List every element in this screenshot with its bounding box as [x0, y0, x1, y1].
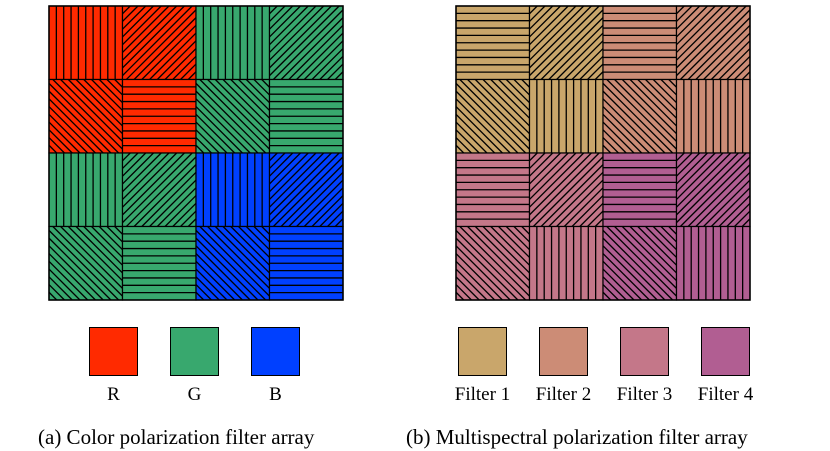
filter-cell-f4-horizontal [602, 152, 678, 228]
filter-cell-f2-diagonal-135 [602, 78, 678, 154]
filter-cell-g-vertical [195, 5, 271, 81]
legend-label-b: B [269, 384, 282, 405]
filter-cell-g-diagonal-45 [121, 152, 197, 228]
legend-swatch-filter-4 [701, 327, 750, 376]
filter-cell-f3-horizontal [455, 152, 531, 228]
filter-cell-f4-vertical [675, 225, 751, 301]
panel-a-grid-border [48, 5, 344, 301]
legend-label-filter-4: Filter 4 [697, 384, 754, 405]
filter-cell-f1-horizontal [455, 5, 531, 81]
filter-cell-r-horizontal [121, 78, 197, 154]
filter-cell-b-vertical [195, 152, 271, 228]
panel-b-caption: (b) Multispectral polarization filter ar… [406, 425, 748, 449]
filter-cell-f4-diagonal-45 [675, 152, 751, 228]
panel-b-grid-border [455, 5, 751, 301]
legend-label-r: R [107, 384, 120, 405]
panel-a-filter-array [48, 5, 344, 301]
filter-cell-f1-vertical [528, 78, 604, 154]
legend-label-filter-2: Filter 2 [535, 384, 592, 405]
legend-swatch-filter-1 [458, 327, 507, 376]
legend-label-g: G [187, 384, 202, 405]
filter-cell-f2-diagonal-45 [675, 5, 751, 81]
filter-cell-f3-diagonal-135 [455, 225, 531, 301]
filter-cell-f1-diagonal-45 [528, 5, 604, 81]
panel-a-caption: (a) Color polarization filter array [38, 425, 315, 449]
legend-label-filter-1: Filter 1 [454, 384, 511, 405]
legend-label-filter-3: Filter 3 [616, 384, 673, 405]
filter-cell-r-diagonal-45 [121, 5, 197, 81]
filter-cell-g-horizontal [121, 225, 197, 301]
filter-cell-g-horizontal [268, 78, 344, 154]
legend-swatch-r [89, 327, 138, 376]
filter-cell-g-diagonal-45 [268, 5, 344, 81]
filter-cell-f3-vertical [528, 225, 604, 301]
panel-b-filter-array [455, 5, 751, 301]
filter-cell-b-horizontal [268, 225, 344, 301]
filter-cell-b-diagonal-135 [195, 225, 271, 301]
legend-swatch-b [251, 327, 300, 376]
filter-cell-g-vertical [48, 152, 124, 228]
filter-cell-f4-diagonal-135 [602, 225, 678, 301]
filter-cell-r-vertical [48, 5, 124, 81]
filter-cell-g-diagonal-135 [195, 78, 271, 154]
filter-cell-f2-horizontal [602, 5, 678, 81]
filter-cell-f3-diagonal-45 [528, 152, 604, 228]
filter-cell-b-diagonal-45 [268, 152, 344, 228]
filter-cell-f2-vertical [675, 78, 751, 154]
legend-swatch-filter-2 [539, 327, 588, 376]
legend-swatch-filter-3 [620, 327, 669, 376]
filter-cell-g-diagonal-135 [48, 225, 124, 301]
filter-cell-f1-diagonal-135 [455, 78, 531, 154]
legend-swatch-g [170, 327, 219, 376]
filter-cell-r-diagonal-135 [48, 78, 124, 154]
